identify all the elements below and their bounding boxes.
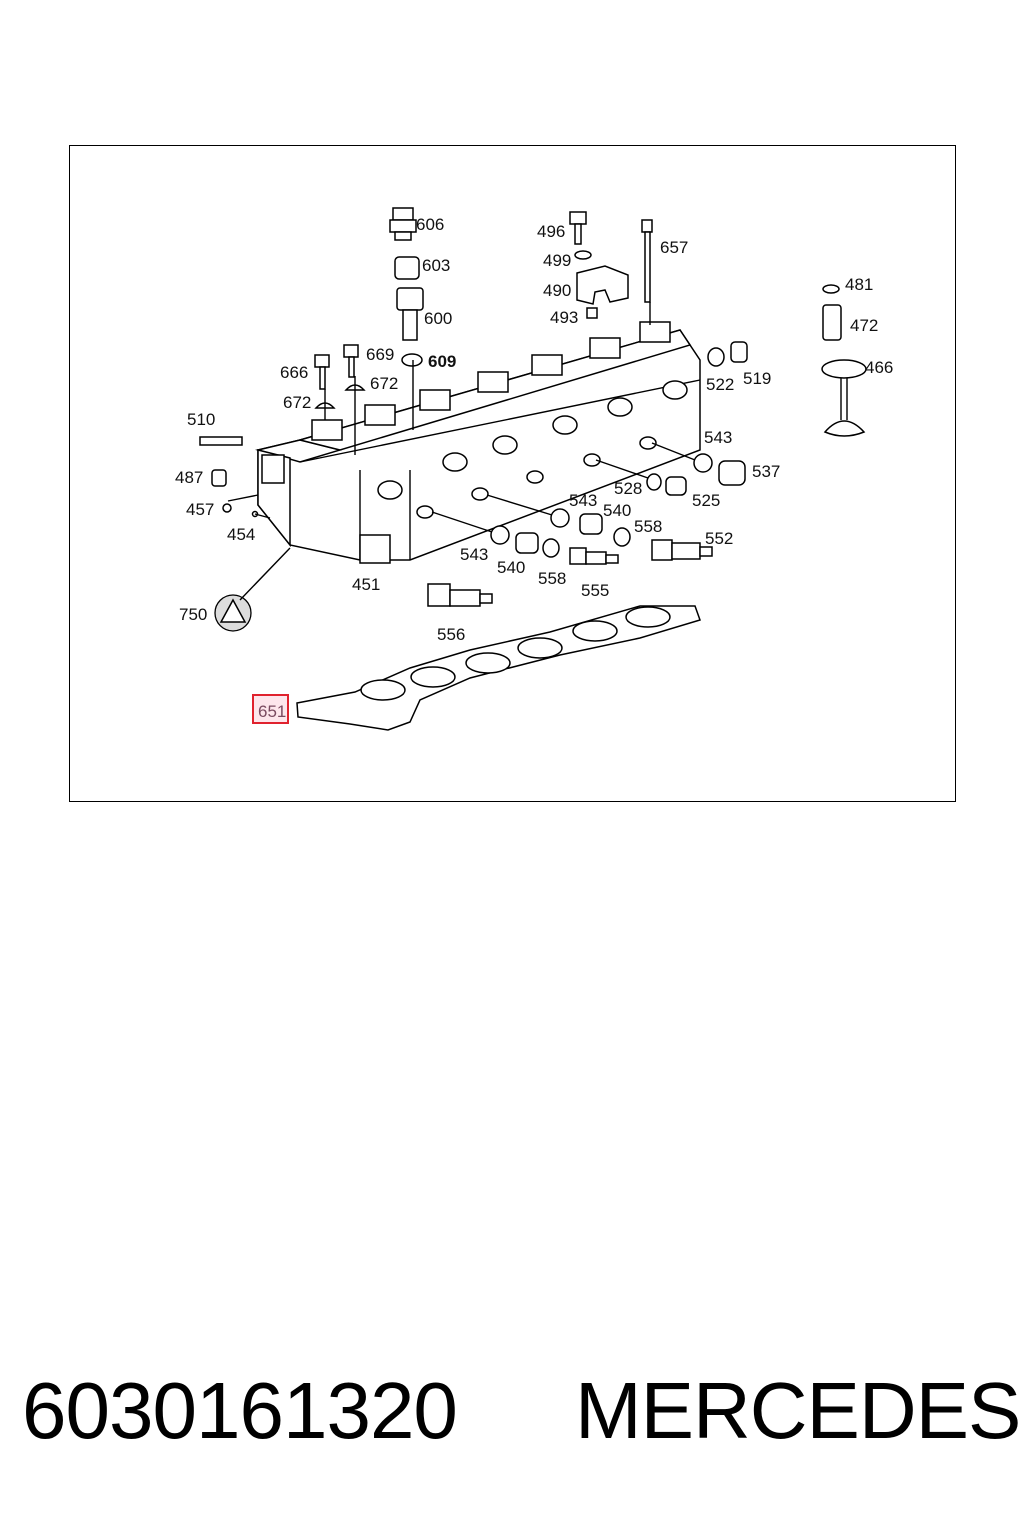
label-540-lower: 540 [497,558,525,577]
label-672-lower: 672 [283,393,311,412]
label-609: 609 [428,352,456,371]
label-522: 522 [706,375,734,394]
caption: 6030161320 MERCEDES [0,1365,1024,1475]
label-543: 543 [704,428,732,447]
label-603: 603 [422,256,450,275]
part-labels: 606 603 600 609 496 499 490 493 657 481 … [175,215,893,644]
label-657: 657 [660,238,688,257]
label-600: 600 [424,309,452,328]
head-gasket [296,605,701,731]
label-543-mid: 543 [569,491,597,510]
label-669: 669 [366,345,394,364]
label-510: 510 [187,410,215,429]
label-543-lower: 543 [460,545,488,564]
label-490: 490 [543,281,571,300]
highlighted-part-651[interactable]: 651 [252,694,289,724]
label-481: 481 [845,275,873,294]
label-528: 528 [614,479,642,498]
label-454: 454 [227,525,255,544]
label-493: 493 [550,308,578,327]
label-537: 537 [752,462,780,481]
label-525: 525 [692,491,720,510]
label-487: 487 [175,468,203,487]
label-519: 519 [743,369,771,388]
label-457: 457 [186,500,214,519]
label-451: 451 [352,575,380,594]
label-466: 466 [865,358,893,377]
label-556: 556 [437,625,465,644]
label-606: 606 [416,215,444,234]
label-558: 558 [634,517,662,536]
label-666: 666 [280,363,308,382]
highlight-box[interactable] [252,694,289,724]
label-672: 672 [370,374,398,393]
label-472: 472 [850,316,878,335]
label-750: 750 [179,605,207,624]
label-558-lower: 558 [538,569,566,588]
label-499: 499 [543,251,571,270]
label-651[interactable]: 651 [258,702,286,721]
label-552: 552 [705,529,733,548]
label-555: 555 [581,581,609,600]
brand-name: MERCEDES [575,1366,1021,1455]
label-540: 540 [603,501,631,520]
cylinder-head [255,321,701,564]
part-number: 6030161320 [22,1366,458,1455]
leader-lines [227,302,696,601]
label-496: 496 [537,222,565,241]
